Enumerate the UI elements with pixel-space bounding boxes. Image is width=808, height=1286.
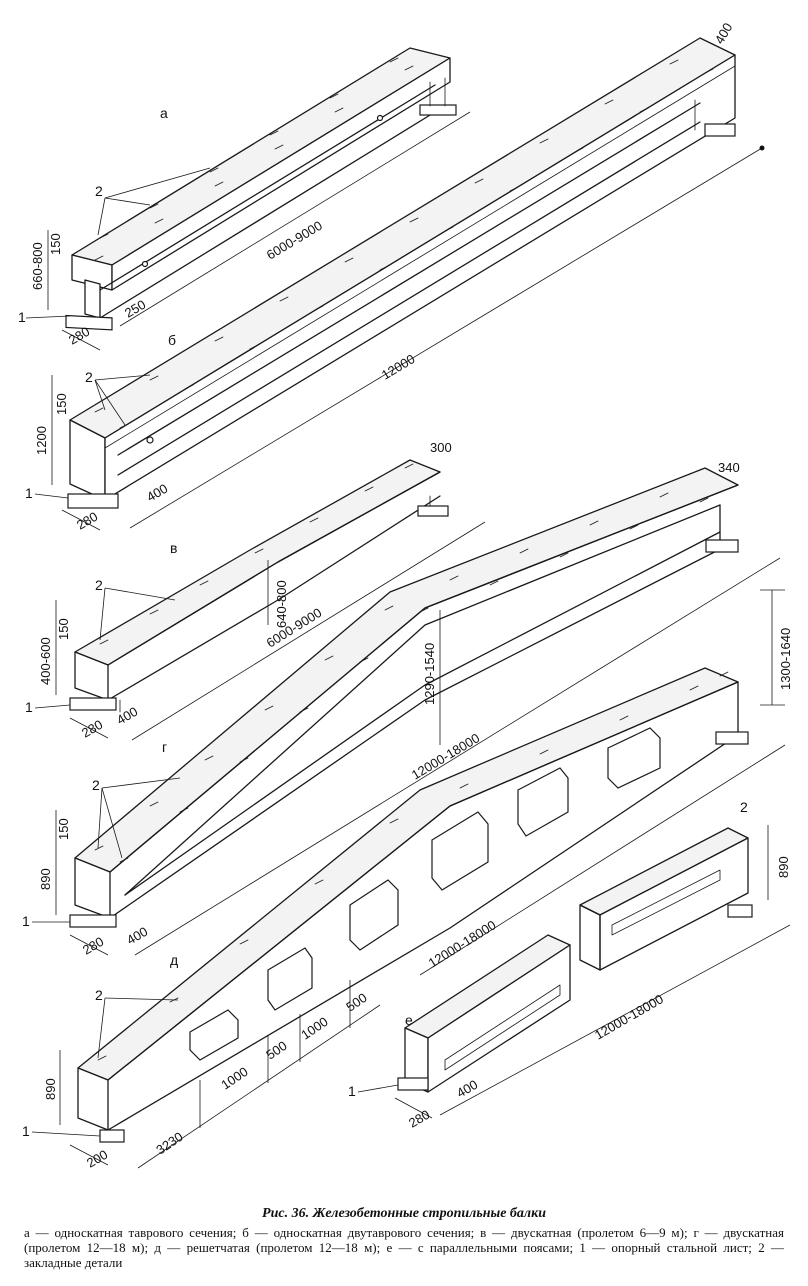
beam-v-dim-span: 6000-9000 [264,605,325,651]
beam-v-label: в [170,540,177,556]
beams-drawing: а 2 1 660-800 150 280 250 6000-9000 [18,20,793,1171]
beam-v-dim-width: 280 [79,717,105,741]
beam-b-dim-end: 400 [712,20,736,46]
embedded-details-b [94,59,714,429]
caption-title: Рис. 36. Железобетонные стропильные балк… [262,1206,546,1221]
beam-d-dim-500a: 500 [263,1038,289,1063]
beam-d-callout-2: 2 [95,987,103,1003]
beam-v-dim-mid: 640-800 [274,580,289,628]
beam-a-dim-flange: 150 [48,233,63,255]
embedded-details-v [99,463,414,645]
beam-g-dim-flange: 150 [56,818,71,840]
beam-v-callout-1: 1 [25,699,33,715]
beam-g-dim-right: 1300-1640 [778,628,793,690]
beam-b-label: б [168,332,176,348]
beam-b-dim-span: 12000 [379,351,418,382]
beam-b-dim-flange: 150 [54,393,69,415]
beam-d-dim-width: 200 [84,1147,110,1171]
beam-g: г 2 1 890 150 280 400 1290-1540 12000-18… [22,460,793,958]
beam-a-callout-2: 2 [95,183,103,199]
beam-v-dim-height: 400-600 [38,637,53,685]
beam-a-dim-span: 6000-9000 [264,218,325,263]
beam-b-dim-height: 1200 [34,426,49,455]
caption-text: а — односкатная таврового сечения; б — о… [24,1225,784,1270]
beam-v-callout-2: 2 [95,577,103,593]
beam-g-dim-support: 400 [124,924,150,948]
beam-e: е 2 1 890 280 400 12000-18000 [348,799,791,1131]
beam-a-dim-height: 660-800 [30,242,45,290]
embedded-details-a [94,57,414,261]
beam-v-dim-end: 300 [430,440,452,455]
beam-v-dim-support: 400 [114,704,140,728]
beam-g-dim-width: 280 [80,934,106,958]
beam-d-dim-first: 3230 [153,1129,185,1158]
beam-g-callout-2: 2 [92,777,100,793]
beam-g-callout-1: 1 [22,913,30,929]
beam-a-label: а [160,105,168,121]
beam-d-dim-1000a: 1000 [218,1064,250,1093]
beam-b: б 2 1 1200 150 280 400 12000 400 [25,20,765,533]
beam-d-dim-span: 12000-18000 [426,917,499,970]
beam-v-dim-flange: 150 [56,618,71,640]
beam-g-dim-end: 340 [718,460,740,475]
beam-e-dim-height: 890 [776,856,791,878]
beam-d-dim-1000b: 1000 [298,1014,330,1043]
beam-d-dim-height: 890 [43,1078,58,1100]
figure-caption: Рис. 36. Железобетонные стропильные балк… [0,1206,808,1270]
beam-b-callout-1: 1 [25,485,33,501]
beam-e-callout-1: 1 [348,1083,356,1099]
lattice-openings [189,727,661,1061]
beam-b-dim-support: 400 [144,481,170,505]
beam-b-callout-2: 2 [85,369,93,385]
beam-g-dim-height: 890 [38,868,53,890]
beam-d-label: д [170,952,178,968]
beam-g-label: г [162,739,167,755]
beam-e-label: е [405,1012,413,1028]
beam-d-callout-1: 1 [22,1123,30,1139]
beam-e-dim-support: 400 [454,1077,480,1101]
beam-g-dim-mid: 1290-1540 [422,643,437,705]
beam-v: в 2 1 400-600 150 280 400 640-800 6000-9… [25,440,486,741]
beam-a-callout-1: 1 [18,309,26,325]
beam-e-dim-width: 280 [406,1107,432,1131]
beam-b-dim-width: 280 [74,509,100,533]
beam-e-callout-2: 2 [740,799,748,815]
beam-a: а 2 1 660-800 150 280 250 6000-9000 [18,47,471,351]
beam-e-dim-span: 12000-18000 [592,991,666,1042]
beam-d-dim-500b: 500 [343,990,369,1015]
embedded-details-g [94,492,709,863]
